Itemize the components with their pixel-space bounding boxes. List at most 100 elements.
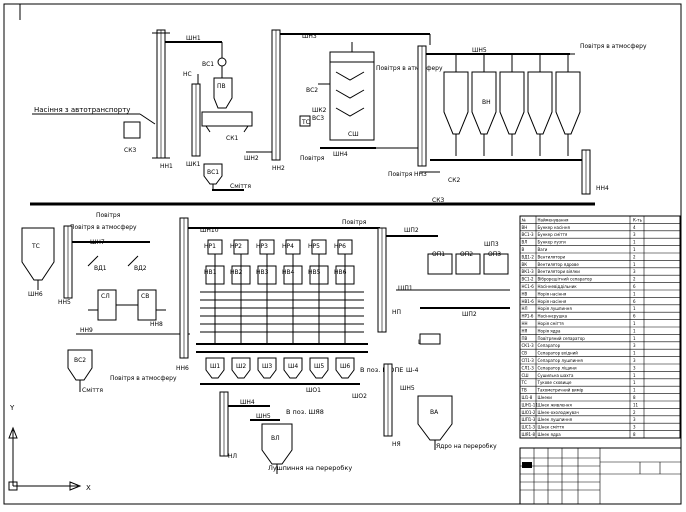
- legend-cell: ШП1-3: [522, 417, 536, 422]
- svg-text:ШП2: ШП2: [462, 311, 477, 318]
- legend-cell: СЛ1-3: [522, 365, 535, 370]
- legend-cell: ШС1-3: [522, 425, 536, 430]
- bunker-va: [417, 395, 453, 441]
- legend-cell: 8: [633, 395, 636, 400]
- svg-text:ШН5: ШН5: [256, 413, 271, 420]
- legend-cell: Бункер лузги: [538, 240, 567, 245]
- svg-text:ШО2: ШО2: [352, 393, 367, 400]
- svg-text:Повітря: Повітря: [342, 219, 367, 226]
- legend-cell: СШ: [522, 373, 529, 378]
- separators-nv: НВ1 НВ2 НВ3 НВ4 НВ5 НВ6: [204, 265, 355, 285]
- svg-text:ШО1: ШО1: [306, 387, 321, 394]
- legend-cell: ШЯ1-8: [522, 432, 536, 437]
- legend-cell: ШО1-2: [522, 410, 536, 415]
- legend-cell: Ваги: [538, 247, 548, 252]
- legend-cell: 8: [633, 432, 636, 437]
- svg-text:Повітря в атмосферу: Повітря в атмосферу: [110, 375, 177, 382]
- legend-cell: Вентилятори віялки: [538, 269, 581, 274]
- legend-cell: Тахометричний вимір: [537, 388, 584, 393]
- legend-cell: 1: [633, 373, 636, 378]
- legend-cell: 1: [633, 247, 636, 252]
- legend-cell: СВ: [522, 351, 528, 356]
- legend-cell: 2: [633, 410, 636, 415]
- legend-cell: НЛ: [522, 306, 528, 311]
- legend-cell: Сепаратор: [538, 343, 561, 348]
- bunker-vl: [261, 423, 293, 465]
- svg-text:Y: Y: [9, 404, 15, 412]
- svg-text:ШН10: ШН10: [200, 227, 219, 234]
- svg-text:ВС1: ВС1: [202, 61, 214, 68]
- legend-cell: 4: [633, 225, 636, 230]
- svg-text:НН4: НН4: [596, 185, 609, 192]
- svg-text:НР5: НР5: [308, 243, 320, 250]
- svg-text:Ш4: Ш4: [288, 363, 298, 370]
- legend-cell: ВД1-2: [522, 254, 535, 259]
- svg-text:ШП3: ШП3: [484, 241, 499, 248]
- legend-cell: Ш1-8: [522, 395, 533, 400]
- svg-text:ШН1: ШН1: [186, 35, 201, 42]
- svg-text:НЯ: НЯ: [392, 441, 401, 448]
- svg-text:ШН4: ШН4: [333, 151, 348, 158]
- svg-text:В поз. ШОПЕ: В поз. ШОПЕ: [360, 366, 403, 374]
- svg-text:НН8: НН8: [150, 321, 163, 328]
- legend-cell: ВС1-2: [522, 277, 535, 282]
- legend-cell: 1: [633, 328, 636, 333]
- svg-text:ШК1: ШК1: [186, 161, 201, 168]
- legend-cell: Шнек-охолоджувач: [538, 410, 579, 415]
- svg-text:НВ1: НВ1: [204, 269, 217, 276]
- legend-cell: НР1-6: [522, 314, 534, 319]
- legend-cell: Норія ядра: [538, 328, 561, 333]
- hoppers-w: Ш1 Ш2 Ш3 Ш4 Ш5 Ш6: [205, 357, 355, 379]
- legend-cell: Шнеки: [538, 395, 553, 400]
- elevator-hn1: НН1: [152, 29, 173, 170]
- svg-text:ШН7: ШН7: [90, 239, 105, 246]
- svg-text:ВА: ВА: [430, 409, 439, 416]
- legend-cell: Сепаратор вхідний: [538, 351, 579, 356]
- elevator-hn2: НН2: [271, 29, 285, 172]
- svg-text:СШ: СШ: [348, 131, 359, 138]
- legend-cell: ШН1-11: [522, 402, 539, 407]
- legend-cell: №: [522, 217, 526, 222]
- svg-text:НН1: НН1: [160, 163, 173, 170]
- elevator-hn3: НН3: [414, 45, 427, 178]
- drying-shaft-sh: СШ: [329, 51, 375, 141]
- legend-cell: 6: [633, 314, 636, 319]
- legend-cell: 3: [633, 358, 636, 363]
- legend-cell: НВ: [522, 291, 528, 296]
- title-block: [519, 447, 682, 505]
- legend-cell: К-ть: [633, 217, 643, 222]
- legend-cell: 1: [633, 351, 636, 356]
- legend-cell: Насінневіддільник: [538, 284, 578, 289]
- legend-cell: 1: [633, 388, 636, 393]
- legend-cell: ВЛ: [522, 240, 528, 245]
- legend-cell: Вентилятор ядрове: [538, 262, 580, 267]
- legend-cell: 2: [633, 277, 636, 282]
- legend-cell: 11: [633, 402, 639, 407]
- legend-cell: 1: [633, 291, 636, 296]
- legend-cell: Тукове сховище: [537, 380, 573, 385]
- svg-text:ОП1: ОП1: [432, 251, 445, 258]
- legend-cell: Норія насіння: [538, 291, 567, 296]
- legend-cell: Сушильна шахта: [538, 373, 574, 378]
- svg-text:НВ5: НВ5: [308, 269, 321, 276]
- svg-text:ВС3: ВС3: [312, 115, 324, 122]
- svg-text:НВ6: НВ6: [334, 269, 347, 276]
- svg-text:Ш3: Ш3: [262, 363, 272, 370]
- legend-cell: 1: [633, 262, 636, 267]
- svg-text:ВД2: ВД2: [134, 265, 147, 272]
- legend-cell: 3: [633, 232, 636, 237]
- svg-text:НВ2: НВ2: [230, 269, 243, 276]
- svg-text:НП: НП: [392, 309, 401, 316]
- svg-text:НН9: НН9: [80, 327, 93, 334]
- legend-cell: Сепаратор ліщини: [538, 365, 578, 370]
- legend-cell: Шнек ядра: [538, 432, 562, 437]
- svg-text:ШП1: ШП1: [398, 285, 413, 292]
- legend-cell: Шнек лушпиння: [538, 417, 573, 422]
- svg-text:НН2: НН2: [272, 165, 285, 172]
- svg-text:ТС: ТС: [301, 119, 310, 126]
- svg-text:Сміття: Сміття: [82, 387, 103, 394]
- legend-cell: В: [522, 247, 525, 252]
- svg-text:ШП2: ШП2: [404, 227, 419, 234]
- legend-cell: ВС1-3: [522, 232, 535, 237]
- legend-cell: ТС: [521, 380, 527, 385]
